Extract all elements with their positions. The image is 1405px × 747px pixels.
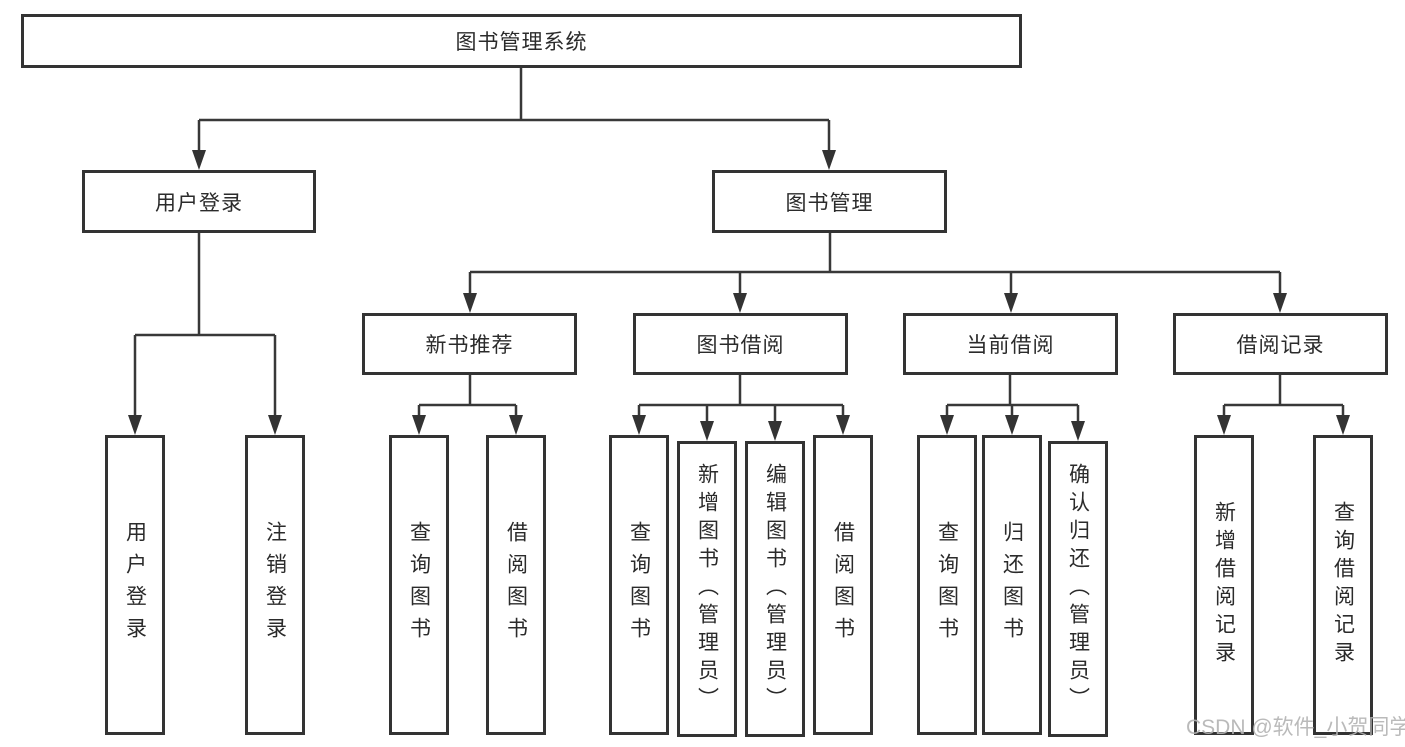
leaf-query-borrow-record: 查询借阅记录 bbox=[1313, 435, 1373, 735]
leaf-query-books-current: 查询图书 bbox=[917, 435, 977, 735]
node-user-login: 用户登录 bbox=[82, 170, 316, 233]
leaf-user-login: 用户登录 bbox=[105, 435, 165, 735]
node-new-book-recommend: 新书推荐 bbox=[362, 313, 577, 375]
leaf-query-books-recommend: 查询图书 bbox=[389, 435, 449, 735]
node-book-management: 图书管理 bbox=[712, 170, 947, 233]
leaf-confirm-return-admin: 确认归还（管理员） bbox=[1048, 441, 1108, 737]
arrowhead-icons bbox=[128, 150, 1350, 441]
leaf-return-books: 归还图书 bbox=[982, 435, 1042, 735]
leaf-query-books-borrowing: 查询图书 bbox=[609, 435, 669, 735]
leaf-borrow-books-recommend: 借阅图书 bbox=[486, 435, 546, 735]
node-current-borrowing: 当前借阅 bbox=[903, 313, 1118, 375]
node-book-borrowing: 图书借阅 bbox=[633, 313, 848, 375]
leaf-logout: 注销登录 bbox=[245, 435, 305, 735]
leaf-add-borrow-record: 新增借阅记录 bbox=[1194, 435, 1254, 735]
leaf-add-books-admin: 新增图书（管理员） bbox=[677, 441, 737, 737]
watermark: CSDN @软件_小贺同学 bbox=[1186, 716, 1405, 739]
leaf-borrow-books-borrowing: 借阅图书 bbox=[813, 435, 873, 735]
node-borrowing-records: 借阅记录 bbox=[1173, 313, 1388, 375]
leaf-edit-books-admin: 编辑图书（管理员） bbox=[745, 441, 805, 737]
node-root: 图书管理系统 bbox=[21, 14, 1022, 68]
